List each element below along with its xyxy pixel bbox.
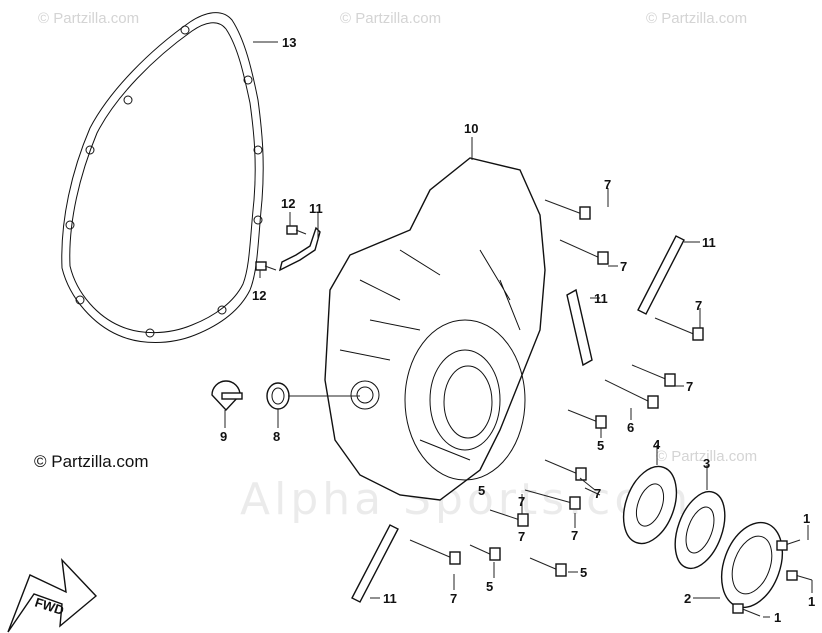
filler-cap-part-9 xyxy=(211,380,243,412)
callout-1-b: 1 xyxy=(808,594,815,609)
callout-7-d: 7 xyxy=(686,379,693,394)
bolt-part-1-b xyxy=(786,570,813,581)
bolt-part-6 xyxy=(604,379,659,409)
bolt-part-1-c xyxy=(732,603,761,617)
watermark-top-right: © Partzilla.com xyxy=(646,10,748,27)
callout-7-a: 7 xyxy=(604,177,611,192)
callout-7-i: 7 xyxy=(518,529,525,544)
callout-11-sleeve-c: 11 xyxy=(383,591,397,606)
bracket-part-11 xyxy=(278,226,321,272)
callout-8: 8 xyxy=(273,429,280,444)
callout-7-c: 7 xyxy=(695,298,702,313)
bolt-part-7-c xyxy=(654,317,704,341)
copyright-label: © Partzilla.com xyxy=(34,452,149,471)
callout-7-b: 7 xyxy=(620,259,627,274)
callout-11-bracket: 11 xyxy=(309,201,323,216)
callout-1-c: 1 xyxy=(774,610,781,625)
oil-seal-part-3 xyxy=(674,490,726,570)
watermark-mid-right: © Partzilla.com xyxy=(656,448,758,465)
bolt-part-7-e xyxy=(544,459,587,481)
callout-11-sleeve-b: 11 xyxy=(594,291,608,306)
callout-3: 3 xyxy=(703,456,710,471)
sleeve-part-11-c xyxy=(351,524,399,603)
leader-lines xyxy=(224,41,813,618)
bolt-part-7-d xyxy=(631,364,676,387)
bolt-part-5-c xyxy=(529,557,567,577)
callout-2: 2 xyxy=(684,591,691,606)
callout-7-h: 7 xyxy=(450,591,457,606)
bolt-part-5-b xyxy=(469,544,501,561)
callout-6: 6 xyxy=(627,420,634,435)
callout-11-sleeve-a: 11 xyxy=(702,235,716,250)
sleeve-part-11-a xyxy=(637,235,685,315)
bolt-part-7-i xyxy=(584,487,601,496)
bolt-part-12-lower xyxy=(255,261,277,271)
callout-10: 10 xyxy=(464,121,478,136)
forward-arrow-icon xyxy=(7,557,98,633)
bolt-part-7-b xyxy=(559,239,609,265)
callout-5-a: 5 xyxy=(597,438,604,453)
bolt-part-1-a xyxy=(776,539,801,551)
callout-7-g: 7 xyxy=(518,494,525,509)
callout-7-e: 7 xyxy=(594,486,601,501)
callout-12-lower: 12 xyxy=(252,288,266,303)
callout-7-f: 7 xyxy=(571,528,578,543)
bolt-part-7-h xyxy=(409,539,461,565)
bolt-part-5-a xyxy=(567,409,607,429)
callout-4: 4 xyxy=(653,437,661,452)
gasket-part-13 xyxy=(61,12,264,343)
callout-12-upper: 12 xyxy=(281,196,295,211)
bolt-part-7-f xyxy=(524,489,581,510)
callout-9: 9 xyxy=(220,429,227,444)
callout-1-a: 1 xyxy=(803,511,810,526)
o-ring-part-8 xyxy=(266,382,290,410)
watermark-top-center: © Partzilla.com xyxy=(340,10,442,27)
sleeve-part-11-b xyxy=(566,288,593,367)
callout-5-c: 5 xyxy=(486,579,493,594)
bolt-part-7-a xyxy=(544,199,591,220)
watermark-top-left: © Partzilla.com xyxy=(38,10,140,27)
callout-13: 13 xyxy=(282,35,296,50)
cover-part-10 xyxy=(324,157,546,501)
callout-5-b: 5 xyxy=(580,565,587,580)
bolt-part-12-upper xyxy=(286,225,307,235)
bearing-part-4 xyxy=(622,465,678,545)
bolt-part-7-g xyxy=(489,509,529,527)
callout-5-d: 5 xyxy=(478,483,485,498)
